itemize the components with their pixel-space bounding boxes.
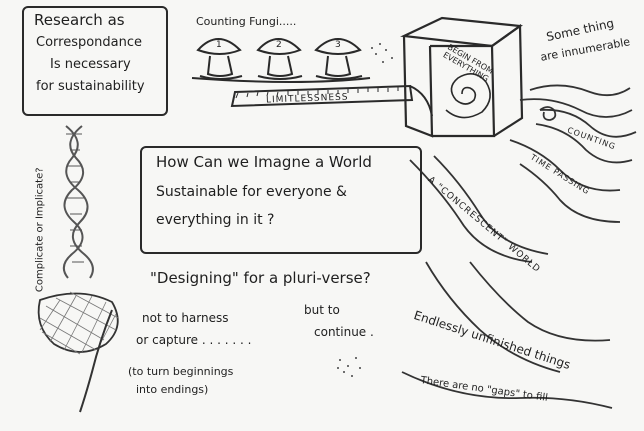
top-left-line-1: Research as [34, 11, 125, 29]
center-line-1: How Can we Imagne a World [156, 153, 372, 171]
turn-line-1: (to turn beginnings [128, 365, 234, 378]
top-left-line-2: Correspondance [36, 35, 143, 50]
spiral-icon [445, 73, 491, 119]
butterfly-net-icon [37, 291, 119, 413]
dots-decoration [337, 357, 361, 377]
continue-line-1: but to [304, 303, 340, 317]
top-left-line-3: Is necessary [50, 57, 131, 72]
fungi-number-2: 2 [276, 40, 282, 50]
top-left-box [22, 6, 168, 116]
wavy-lines-decoration [401, 84, 637, 409]
center-line-2: Sustainable for everyone & [156, 184, 347, 200]
fungi-number-3: 3 [335, 40, 341, 50]
center-line-3: everything in it ? [156, 212, 275, 228]
turn-line-2: into endings) [136, 383, 209, 396]
designing-heading: "Designing" for a pluri-verse? [150, 269, 371, 287]
fungi-label: Counting Fungi..... [196, 15, 297, 28]
complicate-label: Complicate or Implicate? [34, 167, 46, 293]
cube-icon [400, 16, 524, 138]
center-question-box [140, 146, 422, 254]
mushroom-icon [314, 38, 363, 80]
dots-decoration [371, 43, 393, 63]
mushroom-icon [256, 38, 303, 80]
dna-helix-icon [62, 125, 94, 279]
harness-line-1: not to harness [142, 311, 229, 325]
harness-line-2: or capture . . . . . . . [136, 333, 252, 347]
top-left-line-4: for sustainability [36, 79, 145, 94]
fungi-number-1: 1 [216, 40, 222, 50]
continue-line-2: continue . [314, 325, 374, 339]
